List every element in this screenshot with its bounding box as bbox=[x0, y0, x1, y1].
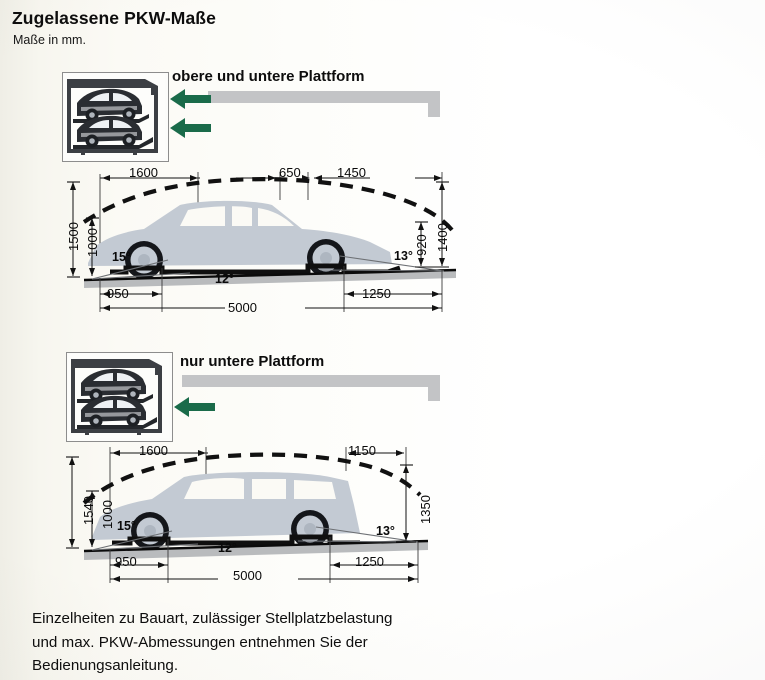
dim-top-1450-d1: 1450 bbox=[337, 165, 366, 180]
footer-line-3: Bedienungsanleitung. bbox=[32, 657, 179, 674]
dim-right-1400-d1: 1400 bbox=[435, 223, 450, 252]
dim-left-1000-d2: 1000 bbox=[100, 500, 115, 529]
angle-12-d1: 12° bbox=[215, 272, 234, 286]
units-note: Maße in mm. bbox=[13, 33, 86, 47]
parking-lift-two-levels-icon bbox=[64, 74, 165, 158]
section-rule-upper-lower bbox=[208, 91, 440, 103]
dim-right-920-d1: 920 bbox=[414, 234, 429, 256]
diagram-lower-platform-only bbox=[48, 437, 508, 587]
dim-right-1350-d2: 1350 bbox=[418, 495, 433, 524]
section-heading-lower-only: nur untere Plattform bbox=[180, 353, 325, 370]
dim-bottom-950-d2: 950 bbox=[115, 554, 137, 569]
lift-thumbnail-lower-only bbox=[66, 352, 173, 442]
dim-top-1150-d2: 1150 bbox=[348, 443, 376, 458]
section-rule-lower-only bbox=[182, 375, 440, 387]
dim-bottom-1250-d1: 1250 bbox=[362, 286, 391, 301]
footer-line-2: und max. PKW-Abmessungen entnehmen Sie d… bbox=[32, 633, 368, 651]
angle-12-d2: 12° bbox=[218, 541, 237, 555]
dim-top-1600-d1: 1600 bbox=[129, 165, 158, 180]
dim-bottom-5000-d1: 5000 bbox=[228, 300, 257, 315]
section-heading-upper-lower: obere und untere Plattform bbox=[172, 68, 365, 85]
dim-top-650-d1: 650 bbox=[279, 165, 301, 180]
angle-13-d1: 13° bbox=[394, 249, 413, 263]
dim-top-1600-d2: 1600 bbox=[139, 443, 168, 458]
arrow-lower-platform-only bbox=[172, 394, 216, 419]
dim-left-1000-d1: 1000 bbox=[85, 228, 100, 257]
dim-left-1500-d1: 1500 bbox=[66, 222, 81, 251]
angle-13-d2: 13° bbox=[376, 524, 395, 538]
dim-bottom-1250-d2: 1250 bbox=[355, 554, 384, 569]
parking-lift-two-levels-icon bbox=[68, 354, 169, 438]
dim-bottom-5000-d2: 5000 bbox=[233, 568, 262, 583]
dim-bottom-950-d1: 950 bbox=[107, 286, 129, 301]
diagram-upper-lower-platform bbox=[40, 160, 500, 315]
arrow-upper-platform bbox=[168, 86, 212, 111]
arrow-lower-platform bbox=[168, 115, 212, 140]
page-title: Zugelassene PKW-Maße bbox=[12, 8, 216, 28]
angle-15-d1: 15° bbox=[112, 250, 131, 264]
lift-thumbnail-upper-lower bbox=[62, 72, 169, 162]
section-rule-tail-lower-only bbox=[428, 375, 440, 401]
section-rule-tail-upper-lower bbox=[428, 91, 440, 117]
dim-left-1540-d2: 1540 bbox=[81, 496, 96, 525]
footer-line-1: Einzelheiten zu Bauart, zulässiger Stell… bbox=[32, 610, 393, 627]
angle-15-d2: 15° bbox=[117, 519, 136, 533]
footer-note: Einzelheiten zu Bauart, zulässiger Stell… bbox=[32, 607, 532, 678]
